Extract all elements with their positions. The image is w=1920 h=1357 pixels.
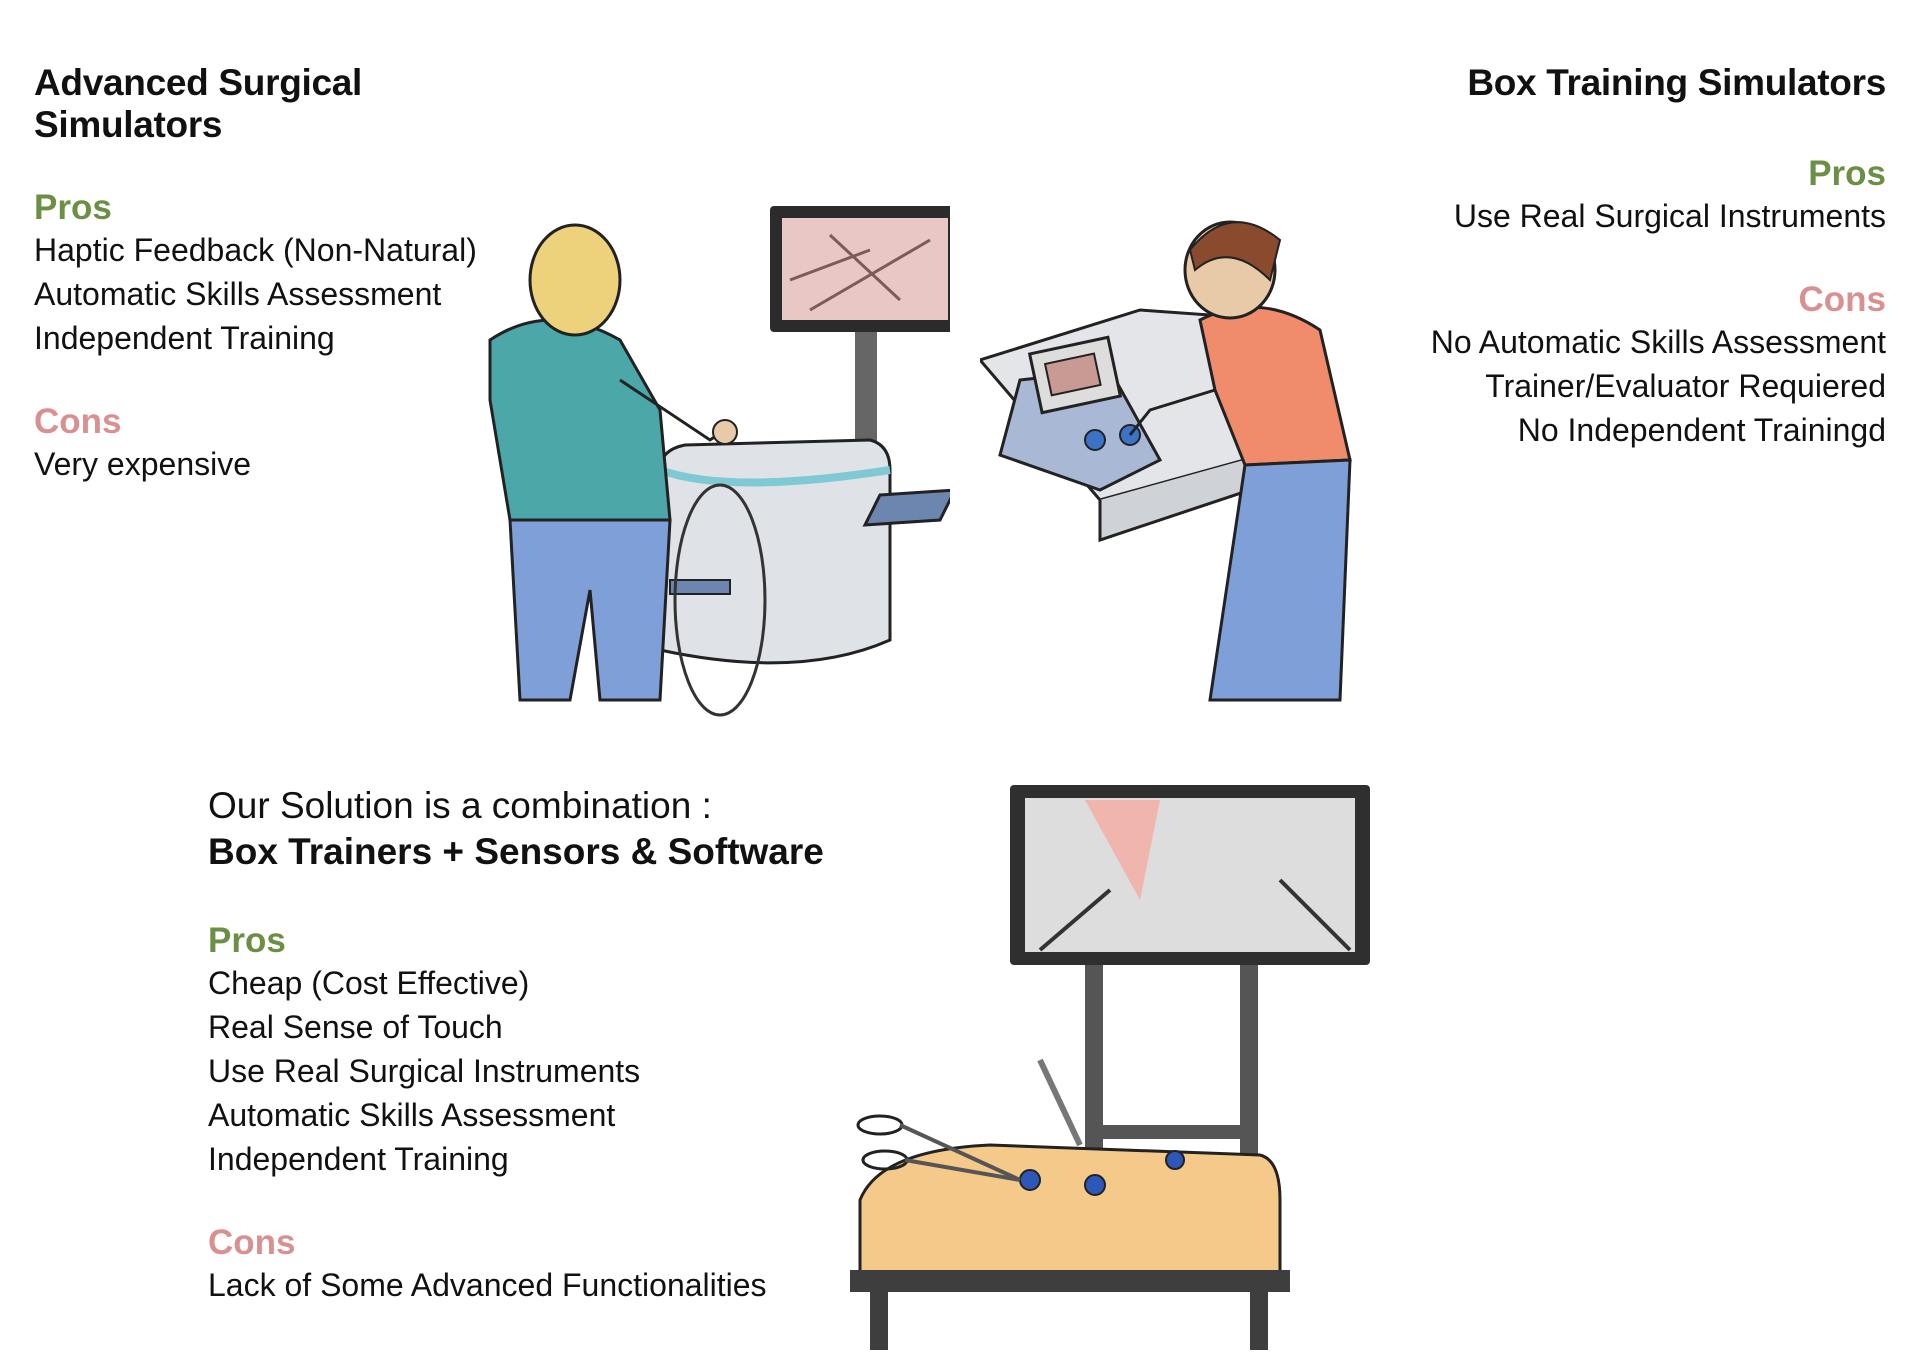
box-con-item: No Automatic Skills Assessment: [1430, 324, 1886, 360]
advanced-cons-label: Cons: [34, 402, 122, 441]
box-con-item: Trainer/Evaluator Requiered: [1485, 368, 1886, 404]
box-trainer-icon: [998, 335, 1163, 492]
advanced-pro-item: Haptic Feedback (Non-Natural): [34, 232, 477, 268]
trainee-figure-icon: [1128, 220, 1352, 702]
advanced-cons-list: Very expensive: [34, 442, 554, 486]
console-icon: [658, 438, 950, 717]
box-title: Box Training Simulators: [1467, 62, 1886, 103]
box-trainer-illustration: [980, 220, 1352, 702]
advanced-simulator-illustration: [488, 206, 950, 717]
solution-pros-list: Cheap (Cost Effective) Real Sense of Tou…: [208, 961, 848, 1181]
box-pros-label: Pros: [1808, 154, 1886, 193]
box-pros-list: Use Real Surgical Instruments: [1330, 194, 1886, 238]
solution-pros-label: Pros: [208, 921, 286, 960]
box-trainer-icon: [850, 1058, 1290, 1350]
box-simulators-section: Box Training Simulators Pros Use Real Su…: [1330, 62, 1887, 452]
advanced-pros-list: Haptic Feedback (Non-Natural) Automatic …: [34, 228, 554, 360]
advanced-pro-item: Automatic Skills Assessment: [34, 276, 442, 312]
solution-cons-label: Cons: [208, 1223, 296, 1262]
solution-pro-item: Real Sense of Touch: [208, 1009, 503, 1045]
solution-con-item: Lack of Some Advanced Functionalities: [208, 1267, 767, 1303]
advanced-simulators-section: Advanced Surgical Simulators Pros Haptic…: [34, 62, 554, 486]
box-con-item: No Independent Trainingd: [1517, 412, 1886, 448]
solution-pro-item: Independent Training: [208, 1141, 509, 1177]
solution-pro-item: Automatic Skills Assessment: [208, 1097, 616, 1133]
solution-section: Our Solution is a combination : Box Trai…: [208, 785, 848, 1307]
advanced-pro-item: Independent Training: [34, 320, 335, 356]
solution-trainer-illustration: [850, 785, 1370, 1350]
box-pro-item: Use Real Surgical Instruments: [1453, 198, 1886, 234]
solution-headline: Box Trainers + Sensors & Software: [208, 831, 824, 872]
box-cons-label: Cons: [1798, 280, 1887, 319]
advanced-title: Advanced Surgical Simulators: [34, 62, 363, 145]
solution-pro-item: Cheap (Cost Effective): [208, 965, 530, 1001]
monitor-icon: [770, 206, 950, 602]
advanced-pros-label: Pros: [34, 188, 112, 227]
solution-cons-list: Lack of Some Advanced Functionalities: [208, 1263, 848, 1307]
box-cons-list: No Automatic Skills Assessment Trainer/E…: [1330, 320, 1886, 452]
trainee-figure-icon: [488, 223, 738, 702]
monitor-icon: [1010, 785, 1370, 1215]
scissors-icon: [856, 1114, 1021, 1182]
solution-intro: Our Solution is a combination :: [208, 785, 712, 826]
solution-pro-item: Use Real Surgical Instruments: [208, 1053, 641, 1089]
advanced-con-item: Very expensive: [34, 446, 252, 482]
